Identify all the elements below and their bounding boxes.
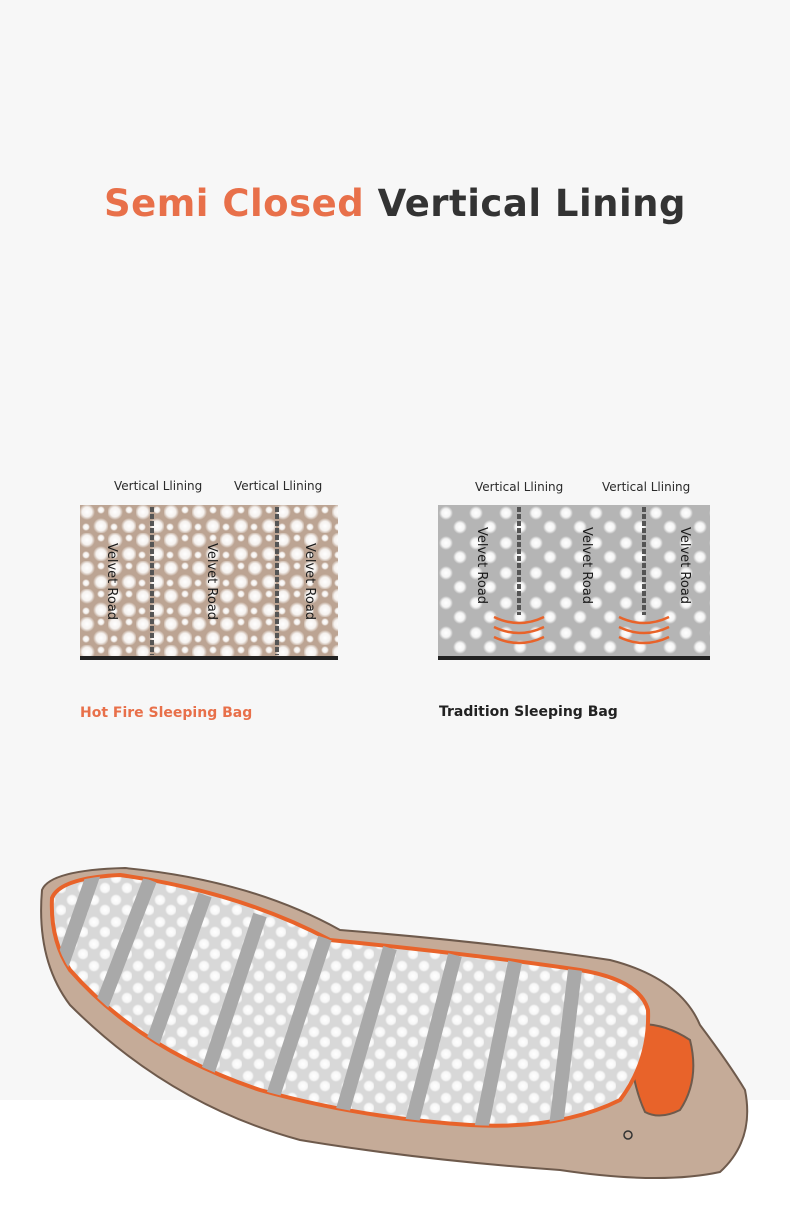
channel-label: Velvet Road bbox=[677, 527, 692, 604]
left-top-label-1: Vertical Llining bbox=[114, 479, 203, 493]
right-caption: Tradition Sleeping Bag bbox=[439, 704, 618, 720]
heat-loss-arrows-1 bbox=[493, 615, 545, 645]
channel-label: Velvet Road bbox=[204, 543, 219, 620]
left-top-label-2: Vertical Llining bbox=[234, 479, 323, 493]
title-accent: Semi Closed bbox=[103, 182, 365, 225]
baffles bbox=[53, 875, 582, 1126]
title-rest: Vertical Lining bbox=[377, 182, 686, 225]
channel-label: Velvet Road bbox=[474, 527, 489, 604]
zipper-pull-icon bbox=[623, 1130, 633, 1140]
down-fill bbox=[80, 505, 338, 657]
channel-label: Velvet Road bbox=[579, 527, 594, 604]
channel-label: Velvet Road bbox=[302, 543, 317, 620]
base-line bbox=[438, 656, 710, 660]
right-top-label-2: Vertical Llining bbox=[602, 480, 691, 494]
heat-loss-arrows-2 bbox=[618, 615, 670, 645]
base-line bbox=[80, 656, 338, 660]
sleeping-bag-illustration bbox=[40, 866, 749, 1180]
channel-label: Velvet Road bbox=[104, 543, 119, 620]
page-title: Semi Closed Vertical Lining bbox=[0, 182, 790, 225]
down-fill bbox=[438, 505, 710, 657]
hot-fire-lining-diagram: Velvet Road Velvet Road Velvet Road bbox=[80, 505, 338, 660]
traditional-lining-diagram: Velvet Road Velvet Road Velvet Road bbox=[438, 505, 710, 660]
left-caption: Hot Fire Sleeping Bag bbox=[80, 705, 253, 721]
right-top-label-1: Vertical Llining bbox=[475, 480, 564, 494]
